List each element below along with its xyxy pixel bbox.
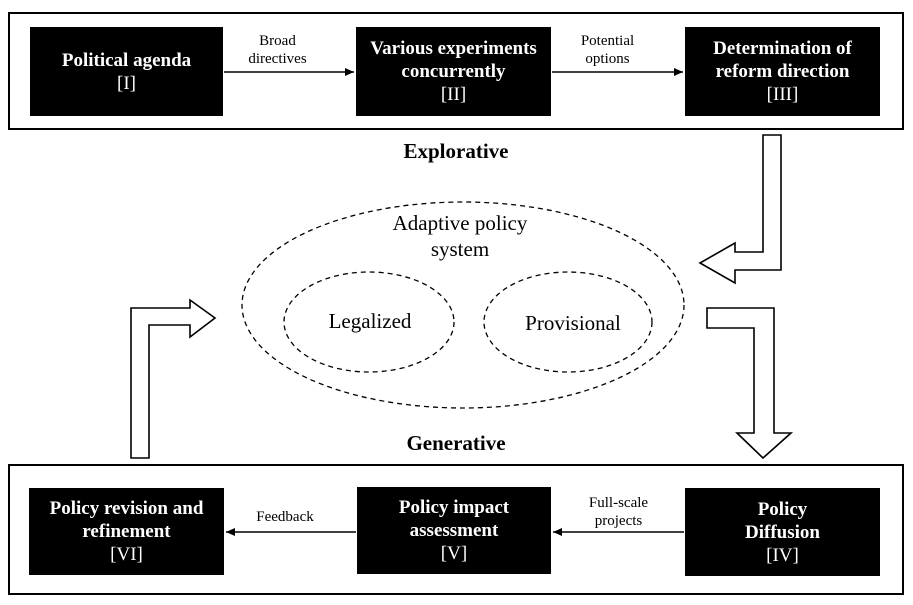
box-title: Determination of reform direction bbox=[713, 38, 852, 82]
box-number: [II] bbox=[440, 84, 467, 105]
box-title: Policy revision and refinement bbox=[49, 498, 204, 542]
box-title: Political agenda bbox=[61, 49, 192, 71]
box-policy-revision: Policy revision and refinement [VI] bbox=[29, 488, 224, 575]
block-arrow-system-to-diffusion bbox=[706, 307, 794, 460]
label-feedback: Feedback bbox=[256, 509, 314, 525]
label-potential-options: Potential options bbox=[580, 33, 635, 67]
adaptive-policy-system-ellipse bbox=[241, 201, 685, 409]
label-broad-directives: Broad directives bbox=[248, 33, 307, 67]
box-policy-impact: Policy impact assessment [V] bbox=[357, 487, 551, 574]
box-number: [IV] bbox=[766, 544, 799, 566]
box-number: [V] bbox=[440, 543, 468, 564]
box-title: Policy impact assessment bbox=[398, 497, 510, 541]
box-title: Various experiments concurrently bbox=[370, 38, 537, 82]
box-political-agenda: Political agenda [I] bbox=[30, 27, 223, 116]
box-policy-diffusion: Policy Diffusion [IV] bbox=[685, 488, 880, 576]
box-number: [I] bbox=[117, 72, 136, 94]
box-various-experiments: Various experiments concurrently [II] bbox=[356, 27, 551, 116]
block-arrow-direction-to-system bbox=[698, 134, 782, 285]
box-reform-direction: Determination of reform direction [III] bbox=[685, 27, 880, 116]
provisional-label: Provisional bbox=[525, 311, 621, 335]
block-arrow-revision-to-system bbox=[130, 298, 217, 459]
legalized-label: Legalized bbox=[328, 309, 412, 333]
system-title: Adaptive policy system bbox=[392, 211, 528, 261]
box-number: [VI] bbox=[110, 544, 143, 565]
legalized-ellipse bbox=[283, 271, 455, 373]
heading-generative: Generative bbox=[406, 431, 506, 455]
heading-explorative: Explorative bbox=[403, 139, 509, 163]
provisional-ellipse bbox=[483, 271, 653, 373]
label-full-scale-projects: Full-scale projects bbox=[588, 495, 649, 529]
box-title: Policy Diffusion bbox=[745, 498, 820, 543]
box-number: [III] bbox=[766, 84, 799, 105]
